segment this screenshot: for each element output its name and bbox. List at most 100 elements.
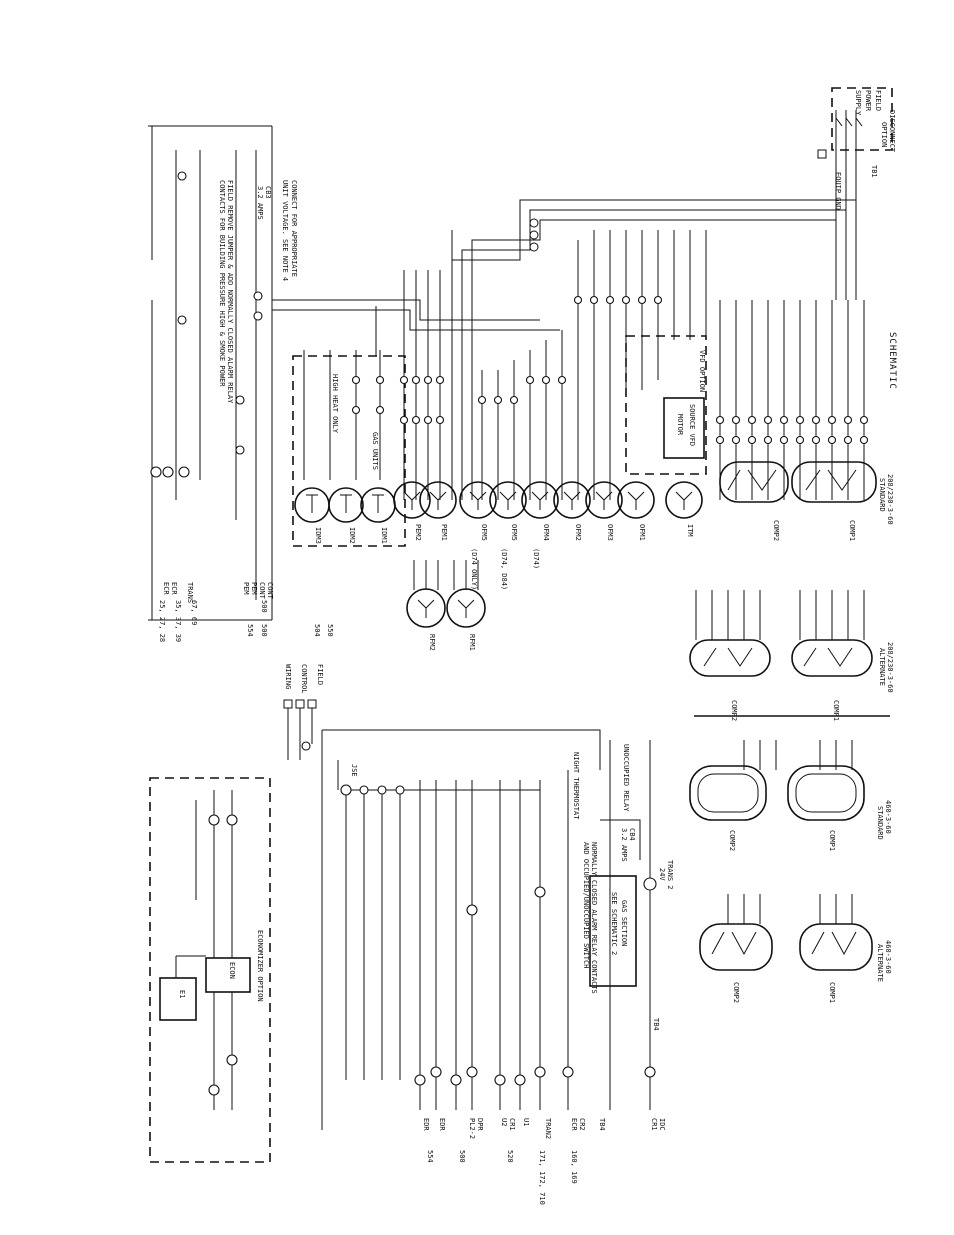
svg-text:U2: U2 xyxy=(500,1118,508,1126)
high-heat-only-label: HIGH HEAT ONLY xyxy=(331,374,339,434)
left-label: TRANS xyxy=(186,582,194,603)
night-thermostat-label: NIGHT THERMOSTAT xyxy=(572,752,580,820)
svg-text:PL2-2: PL2-2 xyxy=(468,1118,476,1139)
svg-text:U1: U1 xyxy=(522,1118,530,1126)
left-ref: 504 xyxy=(313,624,321,637)
vfd-source-block xyxy=(663,397,705,459)
cb4-amps: 3.2 AMPS xyxy=(620,828,628,862)
comp-block-208-standard: 208/230-3-60 STANDARD COMP1 COMP2 xyxy=(719,461,894,541)
comp2-label: COMP2 xyxy=(772,520,780,541)
cb4-label: CB4 xyxy=(628,828,636,841)
svg-text:CR1: CR1 xyxy=(508,1118,516,1131)
trans2-label: TRANS 2 xyxy=(666,860,674,890)
econ-block xyxy=(205,957,251,993)
svg-text:ECR: ECR xyxy=(570,1118,578,1131)
ofm-label: OFM3 xyxy=(606,524,614,541)
economizer-label: ECONOMIZER OPTION xyxy=(256,930,264,1002)
comp-block-460-standard: 460-3-60 STANDARD COMP1 COMP2 xyxy=(689,740,892,851)
left-label: CONT xyxy=(258,582,266,600)
left-label: ECR xyxy=(162,582,170,595)
ofm-motor: OFM3 xyxy=(585,481,623,541)
svg-text:CONTROL: CONTROL xyxy=(300,664,308,694)
left-label: PEM xyxy=(242,582,250,595)
connect-note-2: UNIT VOLTAGE. SEE NOTE 4 xyxy=(281,180,289,281)
svg-text:WIRING: WIRING xyxy=(284,664,292,689)
left-ref: 67, 69 xyxy=(190,600,198,625)
rfm-label: RFM1 xyxy=(468,634,476,651)
ofm-label: OFM2 xyxy=(574,524,582,541)
comp-block-208-alternate: 208/230-3-60 ALTERNATE COMP1 COMP2 xyxy=(689,590,894,721)
svg-text:COMP2: COMP2 xyxy=(728,830,736,851)
svg-text:CR2: CR2 xyxy=(578,1118,586,1131)
ofm-motor: OFM5 (D74, D84) xyxy=(489,481,527,590)
svg-text:EDR: EDR xyxy=(438,1118,446,1131)
left-ref: 500 xyxy=(260,624,268,637)
svg-text:STANDARD: STANDARD xyxy=(878,478,886,512)
svg-text:460-3-60: 460-3-60 xyxy=(884,940,892,974)
svg-text:COMP1: COMP1 xyxy=(828,982,836,1003)
vfd-option-box xyxy=(625,335,707,475)
supply-label: SUPPLY xyxy=(854,90,862,116)
tb4-label: TB4 xyxy=(652,1018,660,1031)
svg-text:EDR: EDR xyxy=(422,1118,430,1131)
left-control-frame: CONNECT FOR APPROPRIATE UNIT VOLTAGE. SE… xyxy=(148,125,560,621)
svg-text:FIELD: FIELD xyxy=(316,664,324,685)
idm-motor: IDM1 xyxy=(360,487,396,544)
idm-label: IDM2 xyxy=(348,527,356,544)
svg-text:TB4: TB4 xyxy=(598,1118,606,1131)
svg-text:IDC: IDC xyxy=(658,1118,666,1131)
ofm-motor: OFM1 xyxy=(617,481,655,541)
disconnect-option-box xyxy=(831,87,893,151)
idm-motor: IDM3 xyxy=(294,487,330,544)
rfm-motor: RFM1 xyxy=(446,588,486,651)
e1-block xyxy=(159,977,197,1021)
svg-text:TRAN2: TRAN2 xyxy=(544,1118,552,1139)
e1-label: E1 xyxy=(178,990,186,998)
idm-label: IDM1 xyxy=(380,527,388,544)
idm-label: IDM3 xyxy=(314,527,322,544)
gas-section-label-1: GAS SECTION xyxy=(620,900,628,946)
svg-text:520: 520 xyxy=(506,1150,514,1163)
unoccupied-relay-label: UNOCCUPIED RELAY xyxy=(622,744,630,812)
compressor-bus xyxy=(303,230,865,500)
gas-units-box xyxy=(292,355,406,547)
ground-lug xyxy=(817,149,827,159)
svg-text:554: 554 xyxy=(426,1150,434,1163)
right-column-labels: IDC TB4 CR1 ECR CR2 TRAN2 CR1 U1 U2 DPR … xyxy=(422,1118,666,1205)
left-label: PEM xyxy=(250,582,258,595)
gas-section-label-2: SEE SCHEMATIC 2 xyxy=(610,892,618,955)
equip-gnd-label: EQUIP GND xyxy=(834,172,842,210)
svg-text:ALTERNATE: ALTERNATE xyxy=(878,648,886,686)
ofm-label: OFM5 xyxy=(510,524,518,541)
ofm-label: OFM4 xyxy=(542,524,550,541)
ofm-motor: OFM4 (D74) xyxy=(521,481,559,569)
smoke-note-2: AND OCCUPIED/UNOCCUPIED SWITCH xyxy=(582,842,590,968)
itm-label: ITM xyxy=(686,524,694,537)
economizer-option: ECONOMIZER OPTION ECON E1 xyxy=(149,777,271,1163)
left-ref: 35, 37, 39 xyxy=(174,600,182,642)
rfm-motor: RFM2 xyxy=(406,588,446,651)
svg-text:208/230-3-60: 208/230-3-60 xyxy=(886,474,894,525)
left-ref: 500 xyxy=(260,600,268,613)
ofm-note: (D74) xyxy=(532,548,540,569)
left-label: ECR xyxy=(170,582,178,595)
econ-label: ECON xyxy=(228,962,236,979)
field-power-supply: FIELD POWER SUPPLY DISCONNECT OPTION TB1… xyxy=(817,87,896,210)
ofm-note: (D74 ONLY) xyxy=(470,548,478,590)
field-label: FIELD xyxy=(874,90,882,111)
ofm-motor: OFM2 xyxy=(553,481,591,541)
svg-text:DPR: DPR xyxy=(476,1118,484,1131)
field-remove-note-2: CONTACTS FOR BUILDING PRESSURE HIGH & SM… xyxy=(218,180,226,387)
ofm-label: OFM5 xyxy=(480,524,488,541)
svg-text:171, 172, 710: 171, 172, 710 xyxy=(538,1150,546,1205)
schematic-title: SCHEMATIC xyxy=(887,332,897,390)
disconnect-label: DISCONNECT xyxy=(888,110,896,153)
power-label: POWER xyxy=(864,90,872,112)
svg-text:COMP1: COMP1 xyxy=(832,700,840,721)
svg-text:COMP1: COMP1 xyxy=(828,830,836,851)
svg-text:460-3-60: 460-3-60 xyxy=(884,800,892,834)
gas-units-label: GAS UNITS xyxy=(371,432,379,470)
ofm-motor: OFM5 (D74 ONLY) xyxy=(459,481,497,590)
svg-text:160, 169: 160, 169 xyxy=(570,1150,578,1184)
